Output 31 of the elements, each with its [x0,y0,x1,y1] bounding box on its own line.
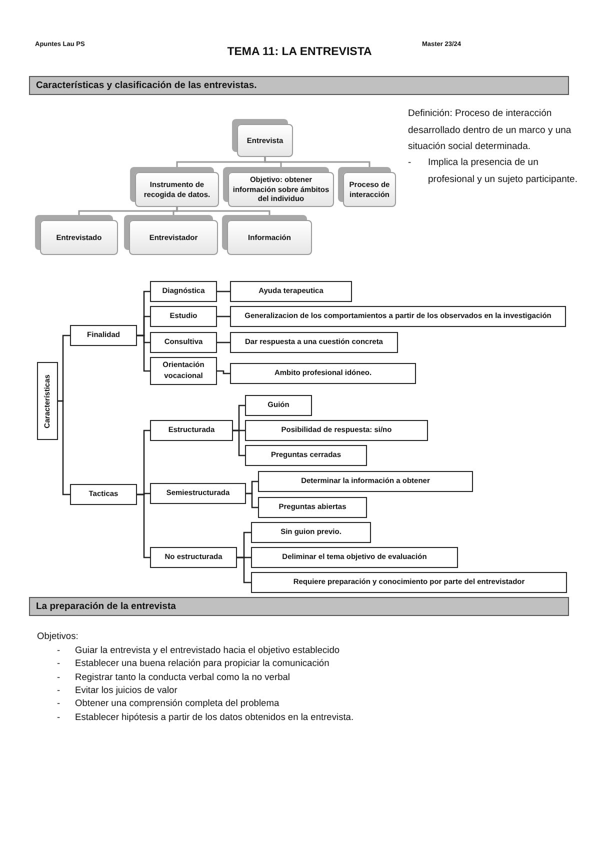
bracket-line [217,370,230,374]
bullet-dash: - [57,644,60,656]
connector-line [264,157,370,167]
bracket-line [217,342,230,344]
bullet-dash: - [57,710,60,722]
bracket-line [137,334,150,372]
body-text: Establecer hipótesis a partir de los datos obtenidos en la entrevista. [75,710,354,722]
body-text: Objetivos: [37,630,78,642]
connector-line [176,207,270,215]
bracket-line [217,290,230,292]
bullet-dash: - [57,684,60,696]
body-text: Establecer una buena relación para propiciar la comunicación [75,657,330,670]
bullet-dash: - [57,657,60,670]
bullet-dash: - [57,697,60,710]
bracket-line [246,492,258,508]
bracket-line [237,556,251,584]
bullet-dash: - [57,670,60,683]
section-heading: La preparación de la entrevista [29,597,569,616]
body-text: Obtener una comprensión completa del problema [75,697,280,710]
body-text: Guiar la entrevista y el entrevistado hacia el objetivo establecido [75,644,340,656]
bracket-line [137,494,150,558]
definition-text: Implica la presencia de un profesional y un sujeto participante. [428,156,578,186]
body-text: Registrar tanto la conducta verbal como la no verbal [75,670,290,683]
bracket-line [58,400,70,496]
bracket-line [217,316,230,318]
body-text: Evitar los juicios de valor [75,684,178,696]
definition-text: Definición: Proceso de interacción desarrollado dentro de un marco y una situación social determinada. [408,107,572,154]
bracket-line [233,430,245,456]
bullet-dash: - [408,156,412,170]
page-title: TEMA 11: LA ENTREVISTA [226,46,373,58]
section-heading: Características y clasificación de las entrevistas. [29,76,569,95]
